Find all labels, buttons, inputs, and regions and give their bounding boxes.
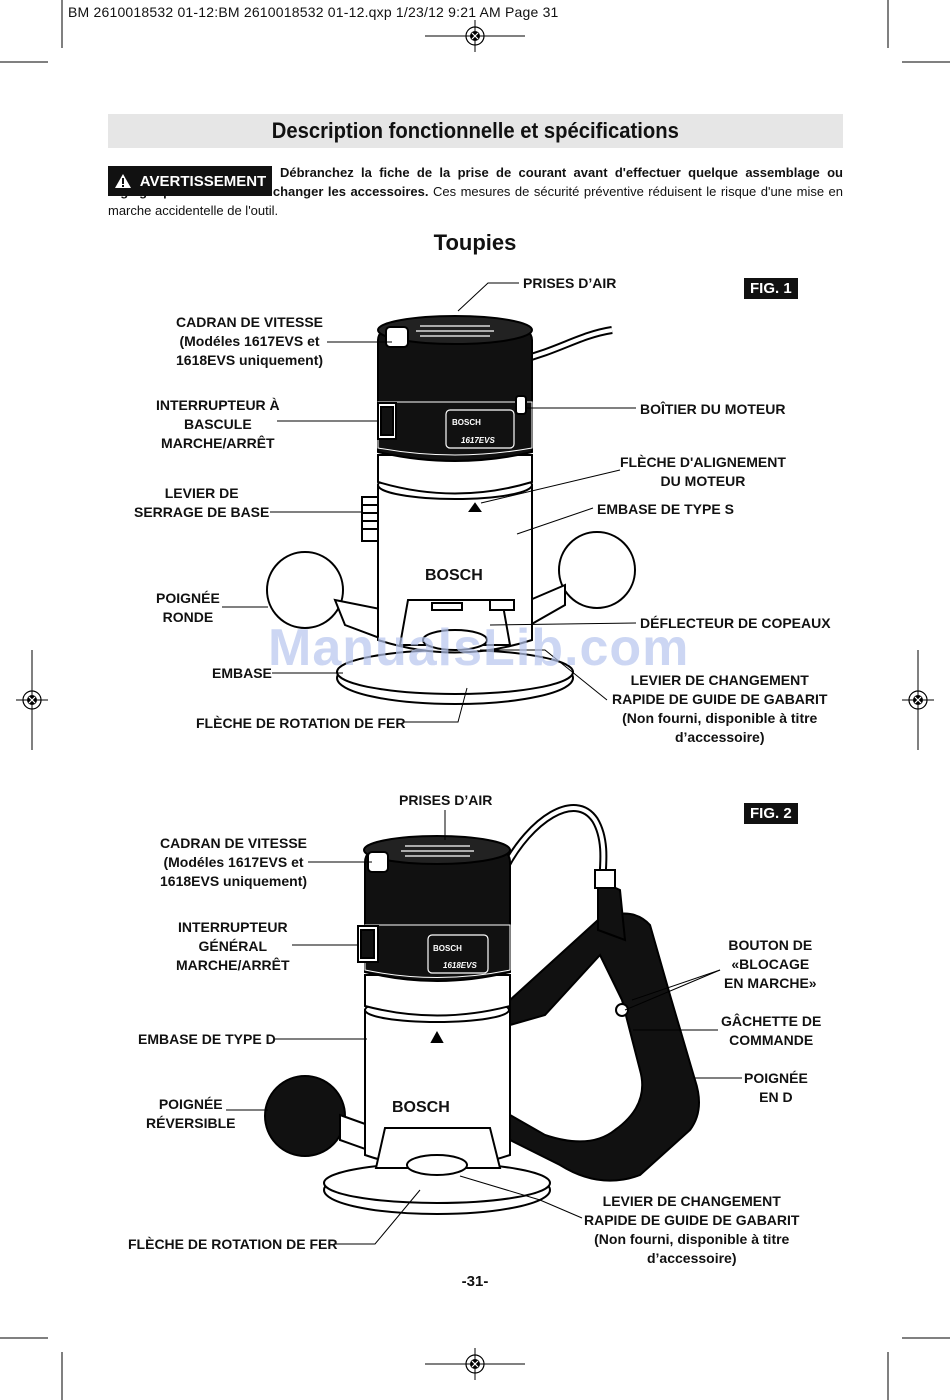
fig1-label-base-clamp: LEVIER DE SERRAGE DE BASE: [134, 485, 270, 520]
fig2-label-d-handle: POIGNÉE EN D: [744, 1070, 808, 1105]
fig1-router-drawing: [266, 315, 636, 705]
warning-normal-text: Ces mesures de sécurité préventive rédui…: [108, 184, 843, 218]
fig2-label-reversible-handle: POIGNÉE RÉVERSIBLE: [146, 1096, 236, 1131]
fig1-label-speed-dial: CADRAN DE VITESSE (Modéles 1617EVS et 16…: [176, 314, 324, 368]
fig2-model-label: 1618EVS: [443, 961, 477, 970]
section-title: Toupies: [433, 230, 517, 255]
page-title-bar: Description fonctionnelle et spécificati…: [108, 114, 843, 148]
page-title: Description fonctionnelle et spécificati…: [271, 118, 680, 143]
fig1-tag: FIG. 1: [744, 278, 798, 299]
fig1-brand-top: BOSCH: [452, 418, 481, 427]
fig2-label-trigger: GÂCHETTE DE COMMANDE: [721, 1013, 822, 1048]
registration-mark-top: [458, 19, 492, 53]
fig1-label-rotation-arrow: FLÈCHE DE ROTATION DE FER: [196, 715, 406, 731]
warning-badge: AVERTISSEMENT: [108, 166, 272, 196]
fig1-brand-base: BOSCH: [425, 567, 483, 584]
fig1-label-toggle-switch: INTERRUPTEUR À BASCULE MARCHE/ARRÊT: [156, 397, 280, 451]
warning-triangle-icon: [114, 174, 131, 188]
fig1-model-label: 1617EVS: [461, 436, 495, 445]
fig1-label-base: EMBASE: [212, 665, 272, 681]
fig2-label-base-type: EMBASE DE TYPE D: [138, 1031, 276, 1047]
fig1-label-template-lever: LEVIER DE CHANGEMENT RAPIDE DE GUIDE DE …: [612, 672, 828, 745]
fig2-tag: FIG. 2: [744, 803, 798, 824]
fig1-label-base-type: EMBASE DE TYPE S: [597, 501, 734, 517]
warning-badge-label: AVERTISSEMENT: [139, 172, 267, 190]
fig2-leader-lines: [226, 810, 742, 1245]
page-number: -31-: [461, 1273, 489, 1290]
fig2-brand-top: BOSCH: [433, 944, 462, 953]
registration-mark-bottom: [458, 1347, 492, 1381]
print-header: BM 2610018532 01-12:BM 2610018532 01-12.…: [68, 4, 559, 20]
fig1-label-chip-deflector: DÉFLECTEUR DE COPEAUX: [640, 615, 831, 631]
fig2-router-drawing: [264, 804, 700, 1215]
fig2-label-lock-button: BOUTON DE «BLOCAGE EN MARCHE»: [724, 937, 817, 991]
fig2-label-air-intake: PRISES D’AIR: [399, 792, 493, 808]
fig1-leader-lines: [222, 282, 637, 723]
fig1-label-motor-housing: BOÎTIER DU MOTEUR: [640, 401, 786, 417]
registration-mark-right: [901, 683, 935, 717]
fig2-label-speed-dial: CADRAN DE VITESSE (Modéles 1617EVS et 16…: [160, 835, 308, 889]
watermark: ManualsLib.com: [268, 619, 690, 677]
fig2-label-rotation-arrow: FLÈCHE DE ROTATION DE FER: [128, 1236, 338, 1252]
fig2-brand-base: BOSCH: [392, 1099, 450, 1116]
registration-mark-left: [15, 683, 49, 717]
fig2-label-template-lever: LEVIER DE CHANGEMENT RAPIDE DE GUIDE DE …: [584, 1193, 800, 1266]
fig1-label-round-handle: POIGNÉE RONDE: [156, 590, 220, 625]
fig2-label-main-switch: INTERRUPTEUR GÉNÉRAL MARCHE/ARRÊT: [176, 919, 290, 973]
fig1-label-air-intake: PRISES D’AIR: [523, 275, 617, 291]
fig1-label-alignment-arrow: FLÈCHE D'ALIGNEMENT DU MOTEUR: [620, 454, 786, 489]
